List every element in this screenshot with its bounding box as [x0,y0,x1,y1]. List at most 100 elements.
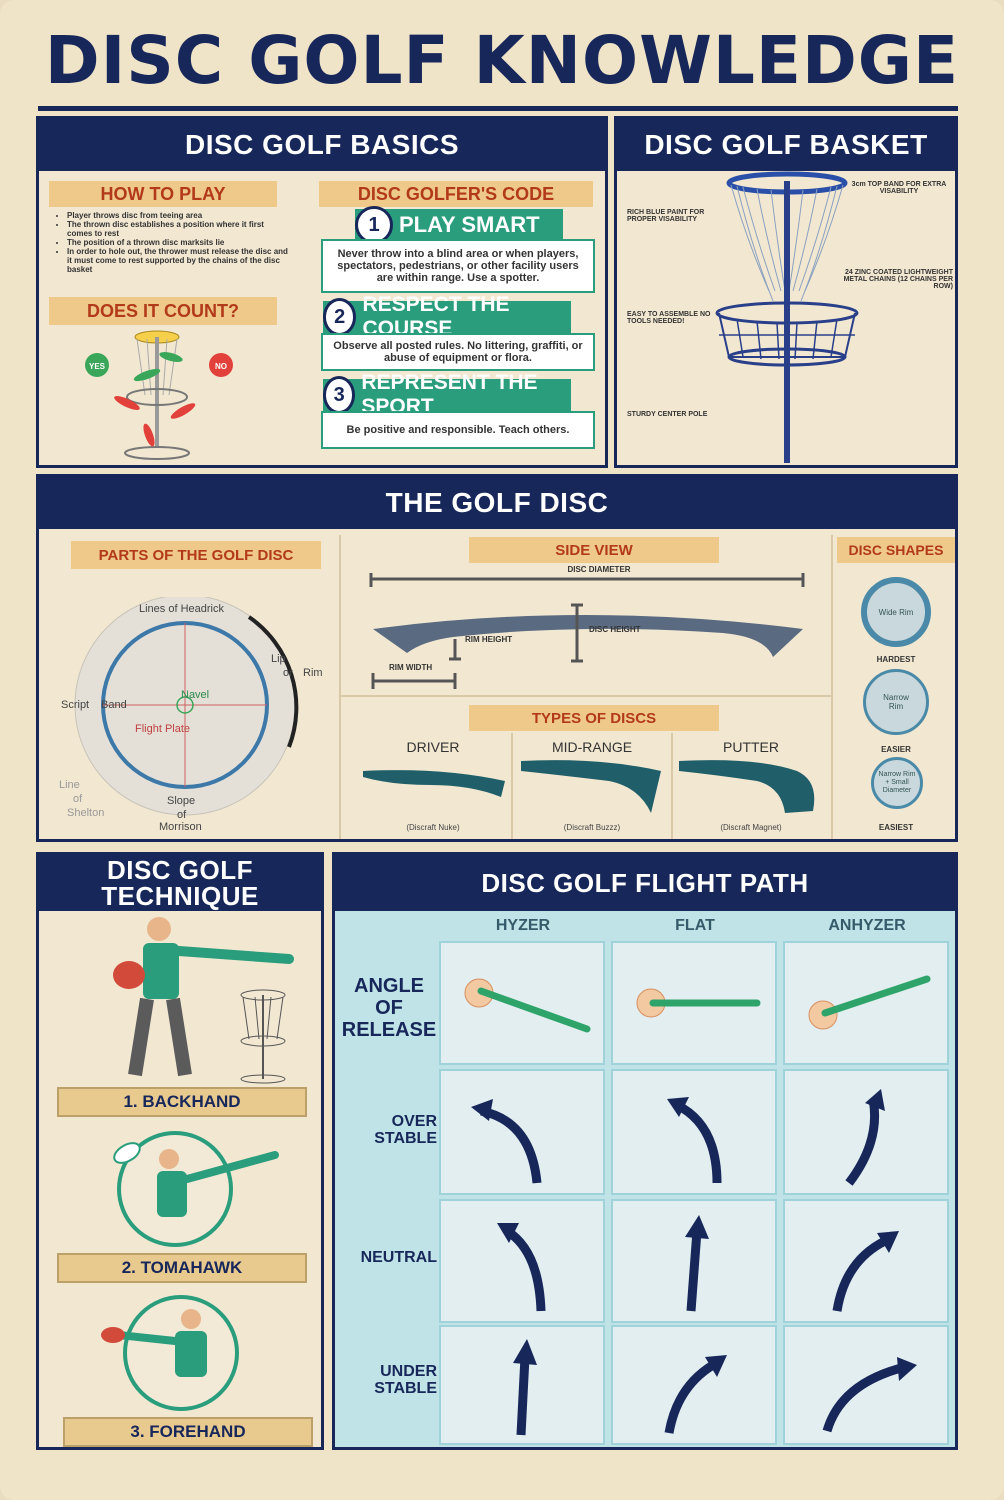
label-or: or [283,667,293,679]
flight-path-arrow-icon [664,1355,727,1434]
flight-path-arrow-icon [685,1215,709,1312]
flight-path-arrow-icon [667,1097,722,1184]
golf-disc-panel: THE GOLF DISC PARTS OF THE GOLF DISC Lin… [36,474,958,842]
flight-col-anhyzer: ANHYZER [828,917,906,934]
side-view-diagram [369,573,805,689]
label-of-2: of [177,809,187,821]
code-2-banner: 2 RESPECT THE COURSE [323,293,571,340]
technique-tomahawk-label: 2. TOMAHAWK [57,1253,307,1283]
forehand-illustration [101,1295,239,1411]
flight-cell-hyzer-neutral [439,1199,605,1323]
flight-path-arrow-icon [471,1099,542,1184]
no-label: NO [215,362,227,371]
label-rim: Rim [303,667,323,679]
label-assemble: EASY TO ASSEMBLE NO TOOLS NEEDED! [627,311,711,325]
green-disc-icon [133,368,161,382]
green-disc-icon [159,352,183,362]
label-pole: STURDY CENTER POLE [627,411,708,418]
shape-rating-easier: EASIER [881,745,911,754]
label-rim-height: RIM HEIGHT [465,635,513,644]
disc-type-putter-example: (Discraft Magnet) [720,823,782,832]
label-blue-paint: RICH BLUE PAINT FOR PROPER VISABILITY [627,209,705,223]
how-to-play-item: The position of a thrown disc marksits l… [67,238,291,247]
golf-disc-header: THE GOLF DISC [39,477,955,529]
technique-header-line1: DISC GOLF [106,855,254,885]
label-disc-diameter: DISC DIAMETER [567,565,631,574]
poster-title: DISC GOLF KNOWLEDGE [44,22,960,99]
basics-header: DISC GOLF BASICS [39,119,605,171]
parts-title: PARTS OF THE GOLF DISC [71,541,321,569]
label-band: Band [101,699,127,711]
flight-col-flat: FLAT [675,917,715,934]
how-to-play-title: HOW TO PLAY [49,181,277,207]
disc-type-midrange-example: (Discraft Buzzz) [563,823,621,832]
shapes-title: DISC SHAPES [837,537,955,563]
title-underline [38,106,958,111]
label-script: Script [61,699,90,711]
disc-angle-flat-icon [636,988,761,1018]
does-it-count-illustration: YES NO [85,330,233,460]
yes-badge-icon [85,353,109,377]
red-disc-icon [113,961,145,989]
flight-cell-anhyzer-under [783,1325,949,1445]
how-to-play-item: The thrown disc establishes a position w… [67,220,291,238]
disc-type-driver-example: (Discraft Nuke) [406,823,460,832]
how-to-play-list: Player throws disc from teeing area The … [47,211,291,274]
driver-profile-icon [363,770,505,797]
technique-header: DISC GOLF TECHNIQUE [39,855,321,911]
types-title: TYPES OF DISCS [469,705,719,731]
flight-cell-anhyzer-neutral [783,1199,949,1323]
label-headrick: Lines of Headrick [139,603,224,615]
side-view-title: SIDE VIEW [469,537,719,563]
basket-panel: DISC GOLF BASKET 3cm TOP BAND FOR EXTRA … [614,116,958,468]
no-badge-icon [209,353,233,377]
flight-cell-flat-over [611,1069,777,1195]
flight-path-arrow-icon [832,1231,899,1312]
shape-small-diameter-label: Narrow Rim + Small Diameter [878,771,916,794]
shape-small-diameter-icon: Narrow Rim + Small Diameter [871,757,923,809]
code-title: DISC GOLFER'S CODE [319,181,593,207]
types-divider [671,733,673,839]
disc-type-driver-name: DRIVER [406,739,460,755]
red-disc-icon [101,1327,125,1343]
technique-header-line2: TECHNIQUE [101,881,259,911]
basket-chains-icon [730,184,844,302]
flight-cell-flat-angle [611,941,777,1065]
flight-row-over-stable: OVER STABLE [374,1113,437,1147]
disc-top-view [74,597,299,816]
midrange-profile-icon [521,760,661,813]
label-morrison: Morrison [159,821,202,833]
disc-angle-hyzer-icon [464,978,591,1033]
label-navel: Navel [181,689,210,701]
code-1-title: PLAY SMART [399,212,540,237]
shape-narrow-rim-label: Narrow Rim [883,693,909,711]
flight-row-under-stable: UNDER STABLE [374,1363,437,1397]
flight-cell-hyzer-over [439,1069,605,1195]
label-disc-height: DISC HEIGHT [589,625,641,634]
code-3-number: 3 [323,376,356,414]
red-disc-icon [170,403,196,419]
code-3-banner: 3 REPRESENT THE SPORT [323,371,571,418]
label-rim-width: RIM WIDTH [389,663,433,672]
divider [339,535,341,839]
label-line: Line [59,779,80,791]
shape-rating-hardest: HARDEST [876,655,916,664]
flight-row-angle: ANGLE OF RELEASE [341,975,437,1041]
flight-cell-flat-under [611,1325,777,1445]
flight-cell-flat-neutral [611,1199,777,1323]
label-chains: 24 ZINC COATED LIGHTWEIGHT METAL CHAINS … [843,269,953,290]
backhand-illustration [113,917,294,1084]
divider [341,695,831,697]
label-of-1: of [73,793,83,805]
divider [831,535,833,839]
how-to-play-item: Player throws disc from teeing area [67,211,291,220]
basket-illustration [715,171,859,463]
flight-row-neutral: NEUTRAL [360,1249,437,1266]
code-1-number: 1 [355,206,393,244]
code-2-text: Observe all posted rules. No littering, … [321,333,595,371]
yes-label: YES [89,362,106,371]
flight-path-arrow-icon [845,1089,885,1186]
label-slope: Slope [167,795,196,807]
flight-path-arrow-icon [822,1357,917,1433]
